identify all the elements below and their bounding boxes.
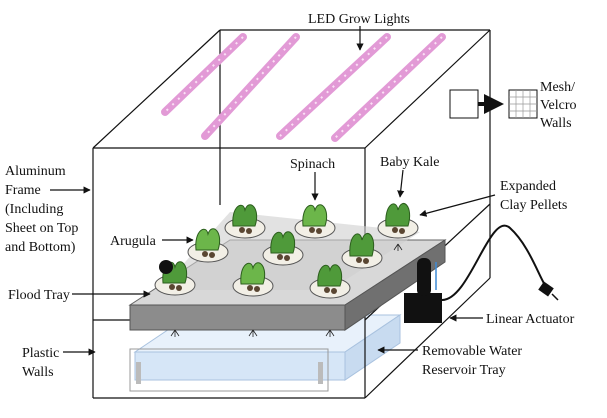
label-clay-line1: Expanded xyxy=(500,179,556,194)
label-flood-tray: Flood Tray xyxy=(8,288,70,303)
plant xyxy=(187,228,229,263)
roots xyxy=(170,243,403,337)
label-linear-actuator: Linear Actuator xyxy=(486,312,575,327)
label-plastic-line2: Walls xyxy=(22,365,54,380)
plant xyxy=(224,204,266,239)
sensor-ball xyxy=(159,260,173,274)
label-frame-line4: Sheet on Top xyxy=(5,221,78,236)
plants xyxy=(154,203,419,299)
plant xyxy=(377,203,419,239)
mesh-velcro-icon xyxy=(449,89,538,119)
plant xyxy=(262,231,304,266)
label-led-grow-lights: LED Grow Lights xyxy=(308,12,410,27)
label-frame-line3: (Including xyxy=(5,202,63,217)
label-baby-kale: Baby Kale xyxy=(380,155,439,170)
label-plastic-line1: Plastic xyxy=(22,346,59,361)
label-clay-line2: Clay Pellets xyxy=(500,198,567,213)
label-arugula: Arugula xyxy=(110,234,157,249)
label-reservoir-line1: Removable Water xyxy=(422,344,522,359)
label-spinach: Spinach xyxy=(290,157,335,172)
label-frame-line5: and Bottom) xyxy=(5,240,76,255)
plant xyxy=(232,262,274,297)
led-grow-lights xyxy=(161,33,446,142)
label-mesh-line3: Walls xyxy=(540,116,572,131)
plant xyxy=(294,204,336,239)
plant xyxy=(154,261,196,296)
linear-actuator xyxy=(404,224,559,323)
label-reservoir-line2: Reservoir Tray xyxy=(422,363,506,378)
labels: LED Grow Lights Mesh/ Velcro Walls Alumi… xyxy=(5,12,577,380)
callout-arrows xyxy=(50,26,496,356)
plant xyxy=(309,264,351,299)
label-frame-line2: Frame xyxy=(5,183,41,198)
label-mesh-line2: Velcro xyxy=(540,98,577,113)
label-mesh-line1: Mesh/ xyxy=(540,80,575,95)
label-frame-line1: Aluminum xyxy=(5,164,66,179)
plant xyxy=(341,233,383,269)
